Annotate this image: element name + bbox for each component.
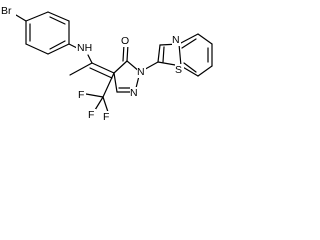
svg-text:N: N — [172, 34, 180, 46]
svg-text:F: F — [78, 89, 84, 101]
atom-label-nh: NH — [76, 41, 92, 54]
atom-label-f2: F — [88, 109, 96, 121]
atom-label-s: S — [175, 64, 184, 76]
structure-diagram: Br NH O N N S N F F F — [0, 4, 213, 123]
br-bond — [15, 14, 27, 22]
methyl-bond — [69, 62, 93, 76]
bromophenyl-ring — [25, 11, 70, 55]
svg-text:N: N — [137, 66, 145, 78]
exo-double-bond-b — [89, 67, 113, 79]
thiazole-ring — [157, 43, 182, 67]
trifluoromethyl-group — [85, 72, 115, 113]
svg-text:N: N — [130, 87, 138, 99]
svg-text:O: O — [121, 35, 129, 47]
atom-label-n-pyrazole: N — [130, 87, 139, 99]
svg-text:Br: Br — [1, 5, 12, 17]
atom-label-f3: F — [103, 111, 111, 123]
svg-text:S: S — [175, 64, 182, 76]
svg-text:F: F — [88, 109, 94, 121]
atom-label-n-ring: N — [137, 66, 146, 78]
atom-label-o: O — [120, 35, 130, 47]
svg-text:F: F — [103, 111, 109, 123]
nh-c-bond — [87, 54, 93, 64]
atom-label-f1: F — [78, 89, 86, 101]
atom-label-n-thiazole: N — [172, 34, 181, 46]
atom-label-br: Br — [0, 4, 16, 17]
exo-double-bond-a — [91, 62, 115, 74]
svg-text:NH: NH — [77, 42, 92, 54]
